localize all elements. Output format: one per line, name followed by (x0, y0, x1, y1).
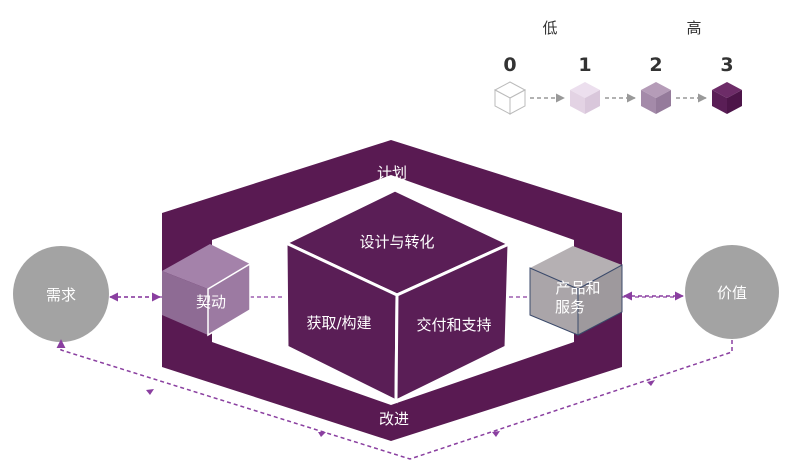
legend-high-label: 高 (686, 19, 701, 37)
legend-cube-0-icon (493, 81, 527, 115)
feedback-loop-arrow (56, 339, 733, 460)
value-chain-frame (162, 140, 622, 441)
legend-level-0-number: 0 (503, 54, 516, 76)
demand-circle (13, 246, 109, 342)
cube-right-label: 交付和支持 (416, 316, 491, 334)
legend-cube-1-icon (570, 82, 600, 114)
legend-level-1-number: 1 (578, 54, 591, 76)
engage-cube (162, 244, 251, 337)
maturity-legend: 低 高 0 1 2 3 (493, 19, 742, 115)
cube-right-face (394, 241, 511, 404)
products-services-label-line2: 服务 (555, 298, 585, 316)
legend-low-label: 低 (542, 19, 557, 37)
cube-left-label: 获取/构建 (306, 314, 371, 332)
products-services-label-line1: 产品和 (555, 279, 600, 297)
frame-top-label: 计划 (377, 164, 407, 182)
demand-label: 需求 (46, 286, 76, 304)
engage-label: 契动 (196, 293, 226, 311)
frame-bottom-label: 改进 (379, 410, 409, 428)
central-cube (282, 188, 513, 404)
value-circle (685, 245, 779, 339)
feedback-loop-arrowheads (146, 380, 655, 437)
legend-level-3-number: 3 (720, 54, 733, 76)
legend-cube-3-icon (712, 82, 742, 114)
products-services-cube (529, 246, 623, 336)
value-label: 价值 (717, 284, 747, 302)
legend-level-2-number: 2 (649, 54, 662, 76)
legend-cube-2-icon (641, 82, 671, 114)
cube-top-label: 设计与转化 (359, 233, 434, 251)
